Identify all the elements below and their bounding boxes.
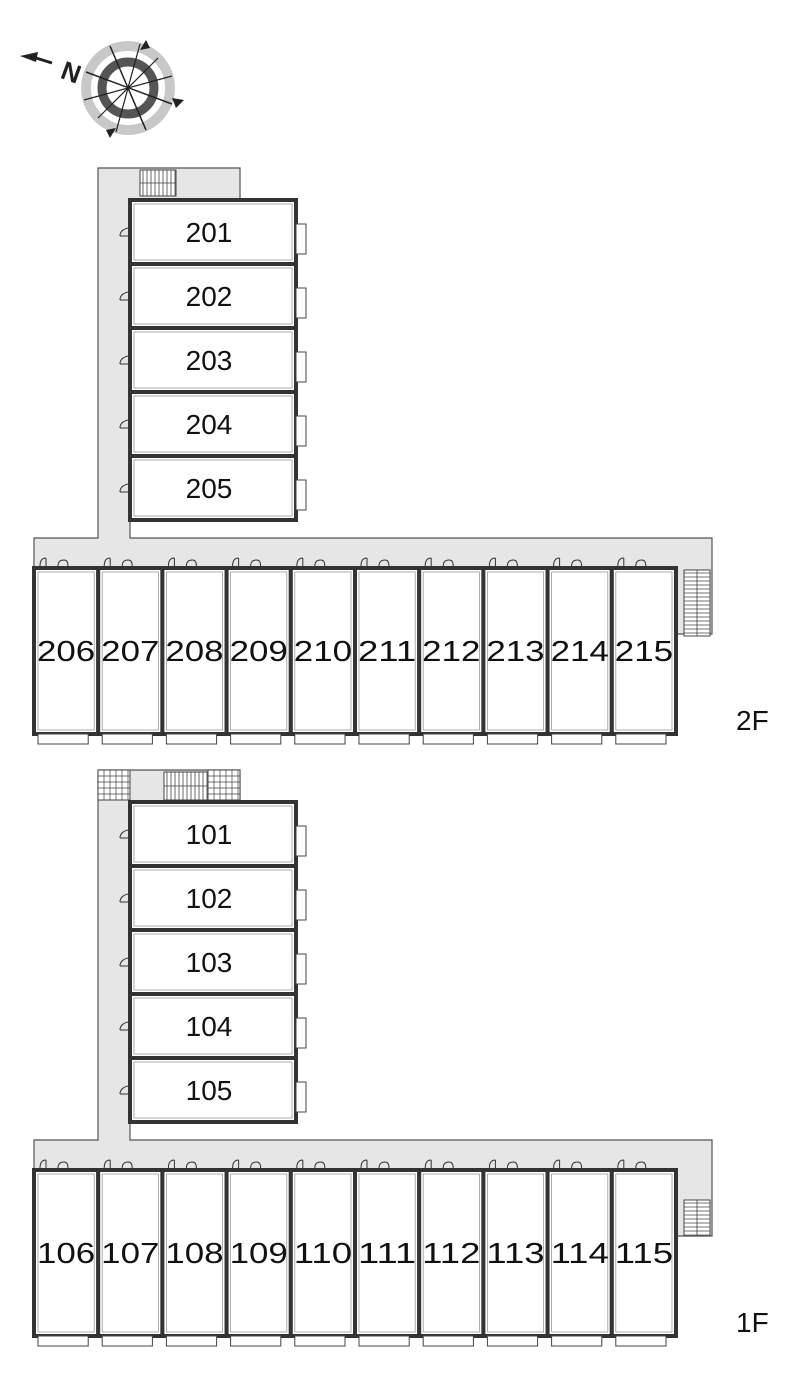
unit-204: 204 xyxy=(119,390,307,458)
hatched-area xyxy=(207,769,241,801)
unit-number-label: 107 xyxy=(101,1238,159,1270)
unit-104: 104 xyxy=(119,992,307,1060)
unit-109: 109 xyxy=(224,1159,293,1347)
unit-209: 209 xyxy=(224,557,293,745)
unit-number-label: 115 xyxy=(615,1238,673,1270)
unit-number-label: 201 xyxy=(186,217,233,248)
unit-107: 107 xyxy=(96,1159,165,1347)
unit-207: 207 xyxy=(96,557,165,745)
floor-label: 1F xyxy=(736,1307,769,1338)
unit-number-label: 202 xyxy=(186,281,233,312)
hatched-area xyxy=(97,769,131,801)
unit-number-label: 211 xyxy=(358,636,416,668)
unit-105: 105 xyxy=(119,1056,307,1124)
unit-number-label: 105 xyxy=(186,1075,233,1106)
unit-212: 212 xyxy=(417,557,486,745)
unit-number-label: 106 xyxy=(37,1238,95,1270)
unit-number-label: 104 xyxy=(186,1011,233,1042)
unit-number-label: 204 xyxy=(186,409,233,440)
unit-number-label: 111 xyxy=(358,1238,416,1270)
unit-201: 201 xyxy=(119,198,307,266)
unit-203: 203 xyxy=(119,326,307,394)
unit-number-label: 213 xyxy=(486,636,544,668)
unit-number-label: 102 xyxy=(186,883,233,914)
unit-211: 211 xyxy=(353,557,422,745)
unit-215: 215 xyxy=(609,557,678,745)
unit-113: 113 xyxy=(481,1159,550,1347)
unit-number-label: 203 xyxy=(186,345,233,376)
unit-number-label: 208 xyxy=(165,636,223,668)
unit-103: 103 xyxy=(119,928,307,996)
unit-210: 210 xyxy=(288,557,357,745)
unit-number-label: 112 xyxy=(422,1238,480,1270)
unit-101: 101 xyxy=(119,800,307,868)
unit-110: 110 xyxy=(288,1159,357,1347)
unit-115: 115 xyxy=(609,1159,678,1347)
unit-number-label: 212 xyxy=(422,636,480,668)
compass-north-label: N xyxy=(57,55,85,90)
unit-number-label: 103 xyxy=(186,947,233,978)
unit-number-label: 214 xyxy=(551,636,609,668)
unit-108: 108 xyxy=(160,1159,229,1347)
unit-number-label: 209 xyxy=(230,636,288,668)
compass-rose-icon: N xyxy=(20,40,184,138)
unit-number-label: 108 xyxy=(165,1238,223,1270)
unit-number-label: 207 xyxy=(101,636,159,668)
unit-number-label: 210 xyxy=(294,636,352,668)
unit-111: 111 xyxy=(353,1159,422,1347)
unit-213: 213 xyxy=(481,557,550,745)
unit-102: 102 xyxy=(119,864,307,932)
unit-208: 208 xyxy=(160,557,229,745)
unit-number-label: 205 xyxy=(186,473,233,504)
unit-112: 112 xyxy=(417,1159,486,1347)
floor-label: 2F xyxy=(736,705,769,736)
stairs-icon xyxy=(163,771,209,801)
unit-214: 214 xyxy=(545,557,614,745)
unit-206: 206 xyxy=(32,557,101,745)
stairs-icon xyxy=(683,1199,711,1237)
stairs-icon xyxy=(139,169,177,197)
unit-202: 202 xyxy=(119,262,307,330)
unit-number-label: 113 xyxy=(486,1238,544,1270)
unit-number-label: 110 xyxy=(294,1238,352,1270)
unit-205: 205 xyxy=(119,454,307,522)
unit-number-label: 109 xyxy=(230,1238,288,1270)
unit-114: 114 xyxy=(545,1159,614,1347)
stairs-icon xyxy=(683,569,711,637)
unit-number-label: 215 xyxy=(615,636,673,668)
unit-number-label: 206 xyxy=(37,636,95,668)
unit-106: 106 xyxy=(32,1159,101,1347)
unit-number-label: 101 xyxy=(186,819,233,850)
unit-number-label: 114 xyxy=(551,1238,609,1270)
